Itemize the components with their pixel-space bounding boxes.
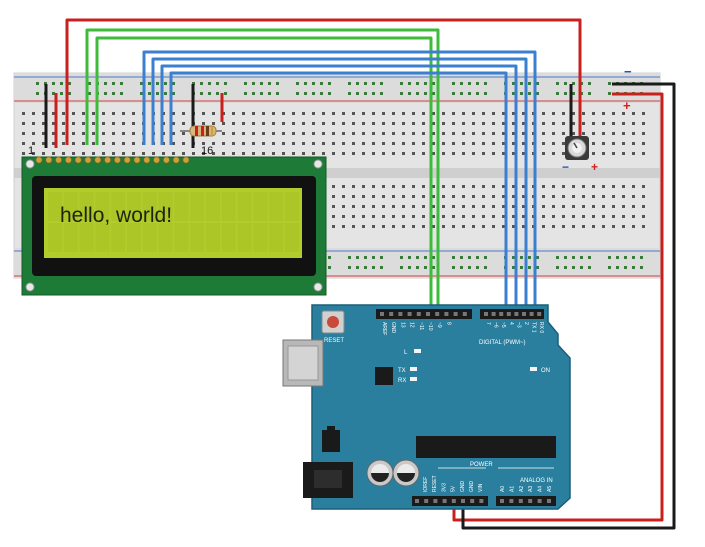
led-on — [530, 367, 537, 371]
top-rail-strip — [14, 73, 660, 103]
reset-button-cap[interactable] — [327, 316, 339, 328]
digital-pin-label: RX 0 — [538, 322, 544, 333]
digital-header-holes — [380, 312, 542, 316]
digital-pin-label: ~3 — [515, 322, 521, 328]
digital-pin-label: 13 — [399, 322, 405, 328]
digital-pin-label: ~10 — [427, 322, 433, 331]
digital-header-label: DIGITAL (PWM~) — [479, 340, 526, 346]
lcd-mount-hole-tl — [25, 159, 35, 169]
power-header — [412, 496, 488, 506]
led-on-label: ON — [541, 368, 550, 374]
rail-minus-label: − — [624, 64, 632, 79]
power-pin-label: GND — [469, 481, 475, 493]
pot-minus-label: − — [562, 160, 569, 174]
digital-pin-label: 4 — [508, 322, 514, 325]
power-pin-label: 3V3 — [441, 483, 447, 492]
analog-pin-label: A4 — [538, 486, 544, 492]
analog-pin-label: A5 — [547, 486, 553, 492]
usb-chip — [375, 367, 393, 385]
digital-pin-label: 8 — [445, 322, 451, 325]
lcd-pin-16-label: 16 — [201, 145, 213, 157]
bottom-header-holes — [415, 499, 551, 503]
digital-pin-label: GND — [390, 322, 396, 334]
led-tx — [410, 367, 417, 371]
power-pin-label: VIN — [478, 483, 484, 492]
analog-pin-label: A0 — [500, 486, 506, 492]
lcd-mount-hole-tr — [313, 159, 323, 169]
digital-pin-label: TX 1 — [531, 322, 537, 333]
digital-pin-label: ~11 — [418, 322, 424, 330]
wire-red-pot-power — [65, 18, 582, 145]
digital-pin-label: ~5 — [500, 322, 506, 328]
digital-pin-label: ~6 — [493, 322, 499, 328]
digital-pin-label: 2 — [523, 322, 529, 325]
analog-pin-label: A3 — [528, 486, 534, 492]
wire-black-gnd — [461, 82, 676, 530]
analog-header — [496, 496, 556, 506]
wire-green-rs — [85, 28, 440, 315]
digital-header-left — [376, 309, 472, 319]
wires — [44, 18, 676, 530]
atmega-chip — [416, 436, 556, 458]
analog-pin-label: A2 — [519, 486, 525, 492]
reset-label: RESET — [324, 338, 344, 344]
power-header-label: POWER — [470, 462, 493, 468]
power-pin-label: IOREF — [423, 477, 429, 492]
power-pin-label: 5V — [451, 485, 457, 492]
led-rx — [410, 377, 417, 381]
voltage-regulator — [322, 430, 340, 452]
led-l-label: L — [404, 350, 408, 356]
power-pin-label: RESET — [432, 475, 438, 492]
center-channel — [14, 168, 660, 178]
digital-pin-label: 12 — [409, 322, 415, 328]
lcd-mount-hole-br — [313, 282, 323, 292]
analog-header-label: ANALOG IN — [520, 478, 553, 484]
wire-blue-d7 — [169, 71, 508, 315]
pot-plus-label: + — [591, 160, 598, 174]
digital-pin-label: 7 — [485, 322, 491, 325]
power-pin-label: GND — [460, 481, 466, 493]
wire-red-5v — [452, 92, 664, 522]
lcd-module: 1 16 hello, world! — [21, 145, 327, 296]
led-l — [414, 349, 421, 353]
potentiometer[interactable]: − + — [562, 136, 598, 174]
wire-green-enable — [95, 36, 433, 315]
analog-pin-label: A1 — [509, 486, 515, 492]
lcd-pin-header — [35, 156, 190, 164]
wire-blue-d4 — [142, 50, 537, 315]
resistor — [180, 125, 222, 137]
digital-header-right — [480, 309, 544, 319]
digital-pin-label: AREF — [381, 322, 387, 335]
lcd-pin-1-label: 1 — [28, 145, 34, 157]
rail-plus-label: + — [623, 98, 631, 113]
lcd-character-grid — [48, 192, 299, 252]
lcd-display-text: hello, world! — [60, 204, 172, 227]
led-rx-label: RX — [398, 378, 406, 384]
lcd-mount-hole-bl — [25, 282, 35, 292]
led-tx-label: TX — [398, 368, 406, 374]
wire-blue-d6 — [160, 64, 518, 315]
digital-pin-label: ~9 — [436, 322, 442, 328]
wire-blue-d5 — [151, 57, 528, 315]
